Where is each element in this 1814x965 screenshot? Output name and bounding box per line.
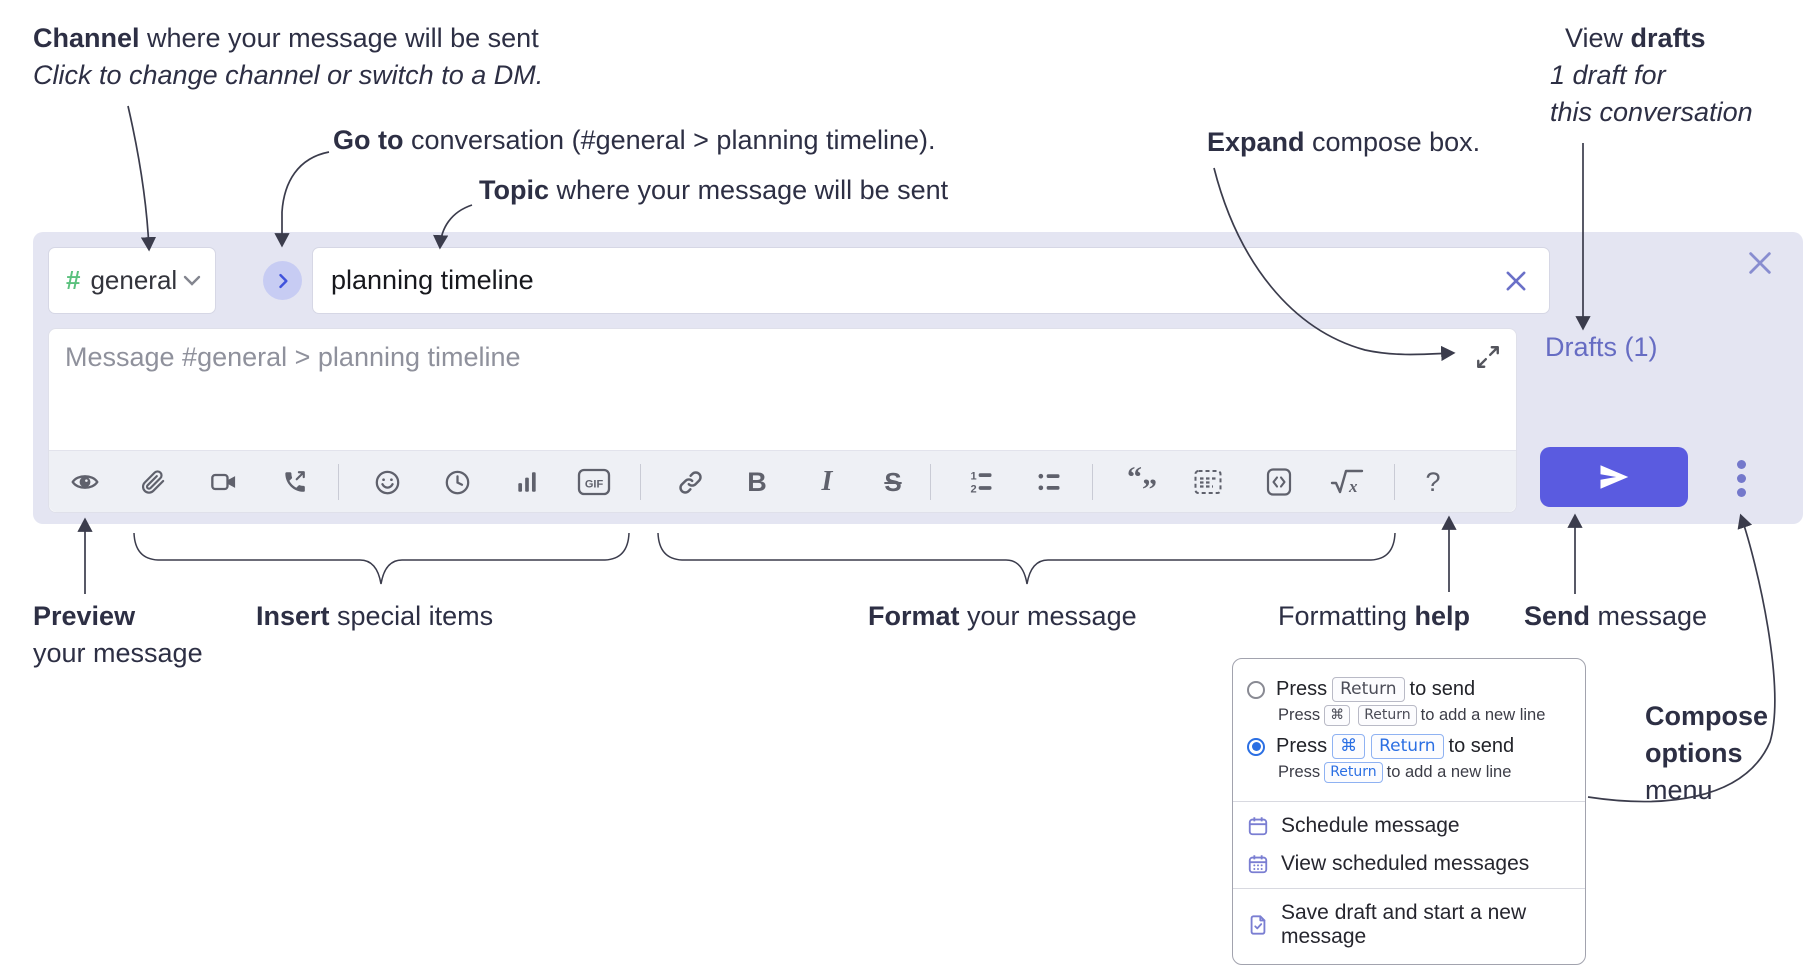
topic-input-wrap [312, 247, 1550, 314]
expand-compose-button[interactable] [1472, 341, 1504, 373]
save-draft-item[interactable]: Save draft and start a new message [1233, 894, 1585, 956]
insert-annotation: Insert special items [256, 601, 494, 631]
draft-check-icon [1250, 915, 1266, 935]
send-annotation: Send message [1524, 601, 1708, 631]
drafts-link[interactable]: Drafts (1) [1545, 332, 1658, 362]
emoji-smiley-icon[interactable] [367, 462, 407, 502]
format-annotation: Format your message [868, 601, 1137, 631]
send-button[interactable] [1540, 447, 1688, 507]
link-icon[interactable] [670, 462, 710, 502]
bulleted-list-icon[interactable] [1029, 462, 1069, 502]
option-label: to send [1409, 678, 1476, 700]
spoiler-icon[interactable] [1188, 462, 1228, 502]
topic-input[interactable] [331, 265, 1499, 296]
option-label: Press [1276, 735, 1328, 757]
help-icon[interactable]: ? [1425, 466, 1441, 497]
chevron-right-icon [278, 273, 288, 288]
clear-topic-button[interactable] [1499, 264, 1533, 298]
chevron-down-icon [183, 275, 201, 286]
topic-annotation: Topic where your message will be sent [479, 175, 949, 205]
attach-paperclip-icon[interactable] [133, 462, 173, 502]
option-label: Press [1276, 678, 1328, 700]
video-call-icon[interactable] [204, 462, 244, 502]
schedule-message-item[interactable]: Schedule message [1233, 807, 1585, 845]
svg-text:”: ” [1142, 473, 1157, 497]
toolbar-divider [1092, 464, 1093, 500]
voice-call-icon[interactable] [274, 462, 314, 502]
svg-text:GIF: GIF [585, 479, 604, 491]
toolbar-divider [640, 464, 641, 500]
code-icon[interactable] [1259, 462, 1299, 502]
send-option-return-sub: Press ⌘ Return to add a new line [1278, 705, 1546, 726]
strikethrough-icon[interactable]: S [884, 466, 902, 497]
calendar-icon [1248, 817, 1268, 836]
svg-text:“: “ [1127, 467, 1142, 494]
menu-divider [1233, 801, 1585, 802]
menu-divider [1233, 888, 1585, 889]
svg-text:2: 2 [971, 484, 977, 496]
toolbar-divider [930, 464, 931, 500]
radio-unselected[interactable] [1247, 680, 1265, 699]
ellipsis-dot [1736, 473, 1746, 483]
goto-annotation: Go to conversation (#general > planning … [333, 125, 936, 155]
message-area: Message #general > planning timeline [48, 328, 1517, 513]
radio-selected[interactable] [1247, 737, 1265, 756]
preview-eye-icon[interactable] [65, 462, 105, 502]
quote-icon[interactable]: “” [1123, 462, 1163, 502]
format-brace [657, 532, 1396, 585]
toolbar-divider [1394, 464, 1395, 500]
calendar-view-icon [1248, 855, 1268, 874]
poll-chart-icon[interactable] [507, 462, 547, 502]
key-cmd: ⌘ [1332, 734, 1366, 759]
insert-brace [133, 532, 630, 585]
send-option-return[interactable]: Press Return to send [1247, 677, 1571, 702]
view-drafts-annotation: View drafts 1 draft for this conversatio… [1550, 23, 1753, 127]
channel-name: general [90, 265, 178, 295]
key-return: Return [1358, 705, 1417, 726]
formatting-help-annotation: Formatting help [1278, 601, 1471, 631]
channel-arrow [127, 105, 157, 252]
message-placeholder[interactable]: Message #general > planning timeline [65, 342, 521, 372]
svg-text:x: x [1348, 477, 1358, 496]
compose-options-menu-button[interactable] [1721, 453, 1761, 503]
compose-options-menu: Press Return to send Press ⌘ Return to a… [1232, 658, 1586, 965]
svg-text:1: 1 [971, 471, 977, 483]
key-return: Return [1371, 734, 1444, 759]
close-icon [1506, 271, 1526, 290]
close-compose-button[interactable] [1743, 246, 1777, 280]
time-clock-icon[interactable] [437, 462, 477, 502]
ellipsis-dot [1736, 487, 1746, 497]
expand-annotation: Expand compose box. [1207, 127, 1481, 157]
channel-hash-icon: # [66, 265, 81, 295]
view-scheduled-messages-item[interactable]: View scheduled messages [1233, 845, 1585, 883]
channel-annotation: Channel where your message will be sent … [33, 23, 544, 90]
compose-box: # general Message #general > planning ti… [33, 232, 1803, 524]
key-return: Return [1332, 677, 1405, 702]
bold-icon[interactable]: B [747, 466, 767, 497]
go-to-conversation-button[interactable] [263, 261, 302, 300]
send-option-cmd-return-sub: Press Return to add a new line [1278, 762, 1512, 783]
toolbar-divider [338, 464, 339, 500]
math-icon[interactable]: x [1327, 462, 1367, 502]
gif-icon[interactable]: GIF [574, 462, 614, 502]
expand-diagonal-icon [1477, 346, 1499, 368]
italic-icon[interactable]: I [821, 466, 833, 497]
close-icon [1749, 252, 1771, 274]
preview-annotation: Preview your message [33, 601, 203, 668]
key-return: Return [1324, 762, 1383, 783]
channel-selector[interactable]: # general [48, 247, 216, 314]
option-label: to send [1448, 735, 1515, 757]
key-cmd: ⌘ [1324, 705, 1351, 726]
ellipsis-dot [1736, 459, 1746, 469]
send-plane-icon [1600, 465, 1629, 489]
send-option-cmd-return[interactable]: Press ⌘ Return to send [1247, 734, 1571, 759]
compose-options-annotation: Compose options menu [1645, 701, 1769, 805]
